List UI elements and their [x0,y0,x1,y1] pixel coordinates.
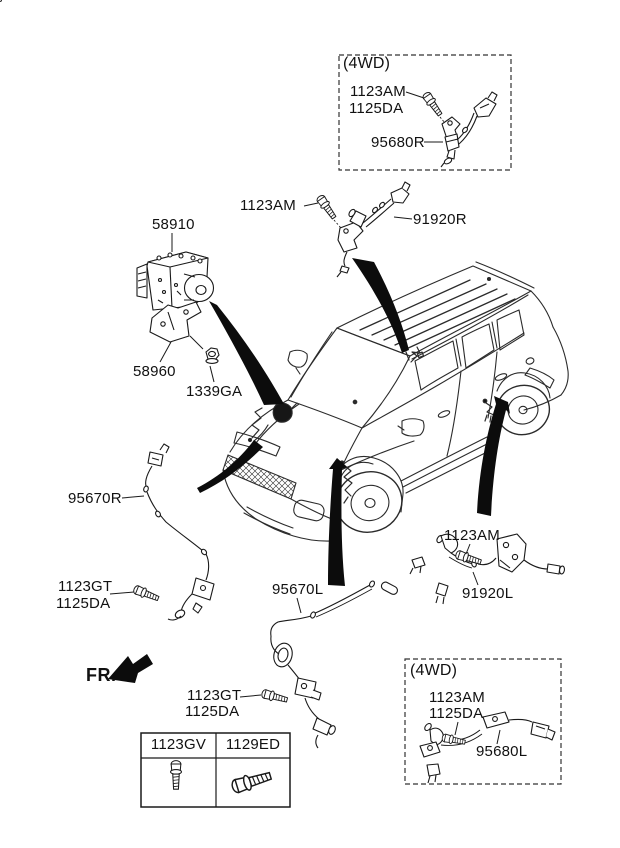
4wd-variant-box-bottom [404,658,562,785]
pointer-wedge-lower-sensor-to-front-wheel [328,458,347,586]
sensor-drawing-91920R [314,181,411,278]
part-label-upper-1123am: 1123AM [240,197,296,214]
part-label-91920l: 91920L [462,585,514,602]
part-label-1339ga: 1339GA [186,383,243,400]
sensor-drawing-95680L [419,711,556,784]
vehicle-illustration [0,0,569,542]
part-label-58910: 58910 [152,216,195,233]
part-label-left-1123gt: 1123GT [58,578,113,595]
abs-nut-drawing [205,347,220,364]
rear-door-harness-mark [482,398,495,423]
roof-rail-harness-mark [405,346,425,363]
part-label-top-1125da: 1125DA [349,100,404,117]
pointer-wedge-right-sensor-to-rear-wheel [477,396,510,516]
pointer-wedge-abs-to-engine-bay [209,301,284,405]
pointer-wedges [197,258,510,586]
part-label-right-1123am: 1123AM [444,527,500,544]
part-label-95670l: 95670L [272,581,324,598]
part-label-bb-1125da: 1125DA [429,705,484,722]
bolt-angled-icon [229,767,274,796]
abs-bracket-drawing [149,301,202,343]
pointer-wedge-upper-sensor-to-roof [352,258,409,353]
fr-direction-arrow-icon [108,654,153,683]
part-label-top-1123am: 1123AM [350,83,406,100]
part-label-91920r: 91920R [413,211,467,228]
bolt-vertical-icon [170,760,182,790]
sensor-drawing-91920L [409,533,566,605]
side-mirror-right [397,418,425,437]
pointer-wedge-front-to-left-sensor [197,440,263,493]
sensor-drawing-95680R [420,90,498,168]
table-header-1123gv: 1123GV [150,736,207,753]
part-label-95680l: 95680L [476,743,528,760]
fr-direction-label: FR. [86,665,117,685]
hardware-table-grid [140,732,291,808]
engine-bay-harness-mark [247,402,298,443]
sensor-drawing-95670L [260,580,398,749]
part-label-bottom-1123gt: 1123GT [187,687,242,704]
table-header-1129ed: 1129ED [225,736,281,753]
4wd-variant-box-top [338,54,512,171]
part-label-left-1125da: 1125DA [56,595,111,612]
sensor-drawing-95670R [131,443,215,621]
abs-module-drawing [136,251,215,311]
side-mirror-left [287,349,308,375]
part-label-58960: 58960 [133,363,176,380]
part-label-95670r: 95670R [68,490,122,507]
variant-label-bottom: (4WD) [410,662,458,679]
part-label-95680r: 95680R [371,134,425,151]
variant-label-top: (4WD) [343,55,391,72]
part-label-bottom-1125da: 1125DA [185,703,240,720]
part-label-bb-1123am: 1123AM [429,689,485,706]
leader-lines [109,91,501,745]
